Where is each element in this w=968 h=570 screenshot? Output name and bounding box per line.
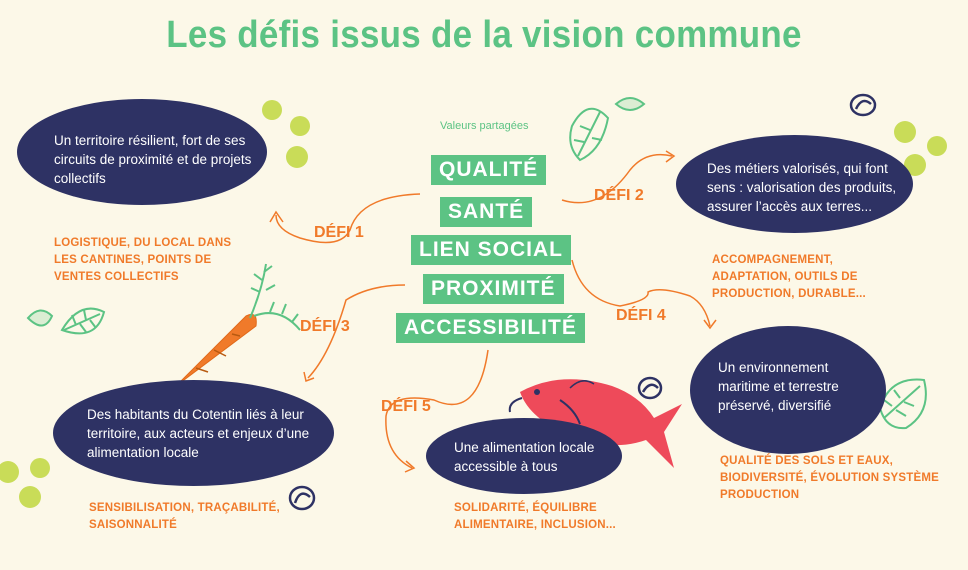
defi-1-text: Un territoire résilient, fort de ses cir…	[54, 133, 252, 186]
leaf-icon-top	[569, 97, 646, 162]
defi-1-caption: LOGISTIQUE, DU LOCAL DANS LES CANTINES, …	[54, 237, 232, 283]
defi-2-caption: ACCOMPAGNEMENT, ADAPTATION, OUTILS DE PR…	[712, 254, 866, 300]
defi-4-label: DÉFI 4	[616, 307, 666, 324]
shared-values-heading: Valeurs partagées	[440, 120, 529, 132]
defi-5-label: DÉFI 5	[381, 398, 431, 415]
value-sante: SANTÉ	[440, 197, 533, 227]
arrows	[269, 150, 717, 473]
page-title: Les défis issus de la vision commune	[166, 14, 802, 56]
leaf-icon-right	[878, 378, 927, 430]
value-qualite: QUALITÉ	[431, 155, 547, 185]
defi-2-label: DÉFI 2	[594, 187, 644, 204]
shell-icon-top-right	[849, 93, 877, 117]
defi-2-bubble: Des métiers valorisés, qui font sens : v…	[676, 135, 913, 233]
defi-4-text: Un environnement maritime et terrestre p…	[718, 360, 839, 413]
lime-dots-top-left	[262, 100, 310, 168]
defi-3-label: DÉFI 3	[300, 318, 350, 335]
value-proximite: PROXIMITÉ	[423, 274, 564, 304]
defi-1-label: DÉFI 1	[314, 224, 364, 241]
defi-4-caption: QUALITÉ DES SOLS ET EAUX, BIODIVERSITÉ, …	[720, 455, 939, 501]
defi-5-caption: SOLIDARITÉ, ÉQUILIBRE ALIMENTAIRE, INCLU…	[454, 502, 616, 531]
leaf-icon-left	[26, 307, 106, 335]
shell-icon-bottom-left	[288, 485, 316, 511]
defi-1-bubble: Un territoire résilient, fort de ses cir…	[17, 99, 267, 205]
defi-3-bubble: Des habitants du Cotentin liés à leur te…	[53, 380, 334, 486]
defi-5-text: Une alimentation locale accessible à tou…	[454, 440, 595, 474]
defi-3-text: Des habitants du Cotentin liés à leur te…	[87, 407, 310, 460]
lime-dots-bottom-left	[0, 458, 50, 508]
defi-4-bubble: Un environnement maritime et terrestre p…	[690, 326, 886, 454]
shell-icon-middle	[637, 376, 663, 400]
defi-5-bubble: Une alimentation locale accessible à tou…	[426, 418, 622, 494]
fish-icon	[508, 379, 682, 468]
value-accessibilite: ACCESSIBILITÉ	[396, 313, 585, 343]
value-lien-social: LIEN SOCIAL	[411, 235, 572, 265]
defi-2-text: Des métiers valorisés, qui font sens : v…	[707, 161, 897, 214]
lime-dots-top-right	[894, 121, 947, 176]
carrot-icon	[175, 263, 301, 387]
defi-3-caption: SENSIBILISATION, TRAÇABILITÉ, SAISONNALI…	[89, 502, 280, 531]
